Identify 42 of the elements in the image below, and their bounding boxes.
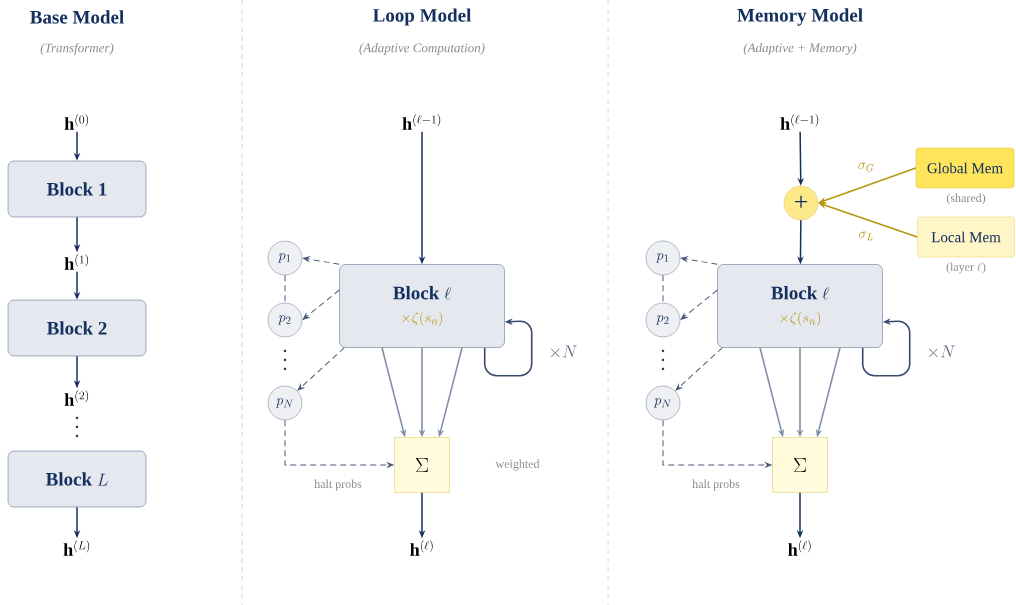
caption-text: (shared) bbox=[946, 193, 986, 205]
column-title: Base Model bbox=[30, 10, 124, 24]
block-box: Block 2 bbox=[7, 299, 147, 357]
column-subtitle: (Transformer) bbox=[40, 43, 114, 55]
caption-text: weighted bbox=[495, 459, 540, 471]
block-box: $\textbf{Block}\ L$ bbox=[7, 450, 147, 508]
vector-label: $\mathbf{h}^{(\ell)}$ bbox=[788, 540, 811, 556]
block-box: Block 1 bbox=[7, 160, 147, 218]
dashed-arrow bbox=[681, 256, 718, 265]
dashed-line bbox=[662, 274, 664, 304]
vector-label: $\mathbf{h}^{(1)}$ bbox=[64, 254, 89, 270]
dashed-arrow bbox=[680, 289, 718, 320]
vector-label: $\mathbf{h}^{(\ell-1)}$ bbox=[780, 114, 819, 130]
dashed-line bbox=[284, 274, 286, 304]
dashed-arrow bbox=[302, 289, 340, 320]
sum-box: $\Sigma$ bbox=[394, 437, 450, 493]
vector-label: $\mathbf{h}^{(0)}$ bbox=[64, 114, 89, 130]
vector-label: $\mathbf{h}^{(\ell)}$ bbox=[410, 540, 433, 556]
edge-label: $\times N$ bbox=[925, 344, 957, 360]
memory-box: Global Mem bbox=[915, 147, 1015, 189]
column-subtitle: (Adaptive + Memory) bbox=[743, 43, 857, 55]
edge-label: $\times N$ bbox=[547, 344, 579, 360]
vector-label: $\mathbf{h}^{(\ell-1)}$ bbox=[402, 114, 441, 130]
dashed-arrow bbox=[303, 256, 340, 265]
block-box: $\textbf{Block}\ \ell$ $\times\zeta(s_n)$ bbox=[339, 264, 505, 348]
vector-label: $\mathbf{h}^{(L)}$ bbox=[63, 540, 90, 556]
memory-box: Local Mem bbox=[917, 216, 1015, 258]
column-title: Loop Model bbox=[373, 8, 472, 26]
edge-label: $\sigma_G$ bbox=[856, 161, 876, 173]
edge-label: $\sigma_L$ bbox=[857, 230, 875, 242]
edge-label: halt probs bbox=[313, 478, 363, 492]
column-subtitle: (Adaptive Computation) bbox=[359, 43, 485, 55]
dashed-arrow bbox=[662, 419, 772, 468]
sum-box: $\Sigma$ bbox=[772, 437, 828, 493]
dashed-arrow bbox=[297, 347, 345, 391]
caption-text: $\text{(layer }\ell\text{)}$ bbox=[946, 262, 986, 274]
edge-label: halt probs bbox=[691, 478, 741, 492]
vector-label: $\mathbf{h}^{(2)}$ bbox=[64, 390, 89, 406]
dashed-arrow bbox=[675, 347, 723, 391]
block-box: $\textbf{Block}\ \ell$ $\times\zeta(s_n)$ bbox=[717, 264, 883, 348]
dashed-arrow bbox=[284, 419, 394, 468]
column-title: Memory Model bbox=[737, 8, 863, 26]
